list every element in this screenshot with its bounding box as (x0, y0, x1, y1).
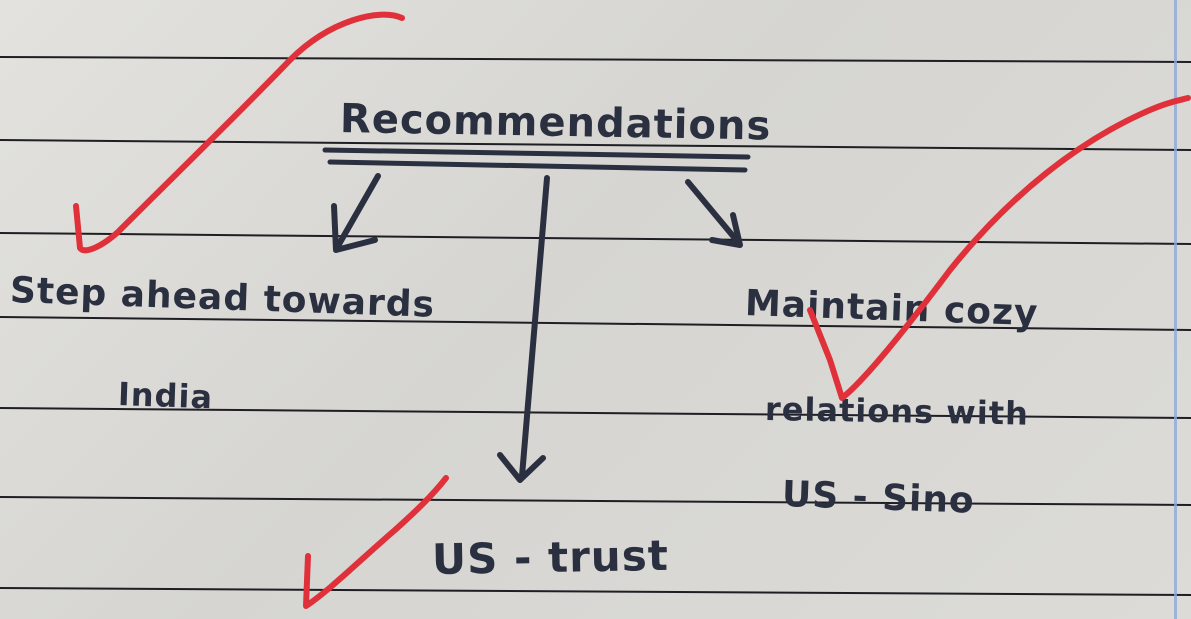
check-mark-right (807, 95, 1191, 401)
arrow-left (335, 173, 381, 249)
arrow-left-head (331, 203, 378, 253)
arrow-right (685, 179, 741, 245)
margin-line (1174, 0, 1177, 619)
title-underline (327, 159, 748, 173)
check-mark-top-left (73, 11, 405, 254)
title-underline (322, 147, 751, 160)
arrow-center-head (497, 452, 546, 483)
rule-line (0, 496, 1191, 506)
rule-line (0, 56, 1191, 63)
arrow-right-head (709, 212, 743, 248)
rule-line (0, 139, 1191, 151)
rule-line (0, 316, 1191, 331)
check-mark-bottom (303, 475, 449, 609)
rule-line (0, 587, 1191, 596)
rule-line (0, 407, 1191, 419)
rule-line (0, 232, 1191, 245)
arrow-center (519, 175, 550, 479)
